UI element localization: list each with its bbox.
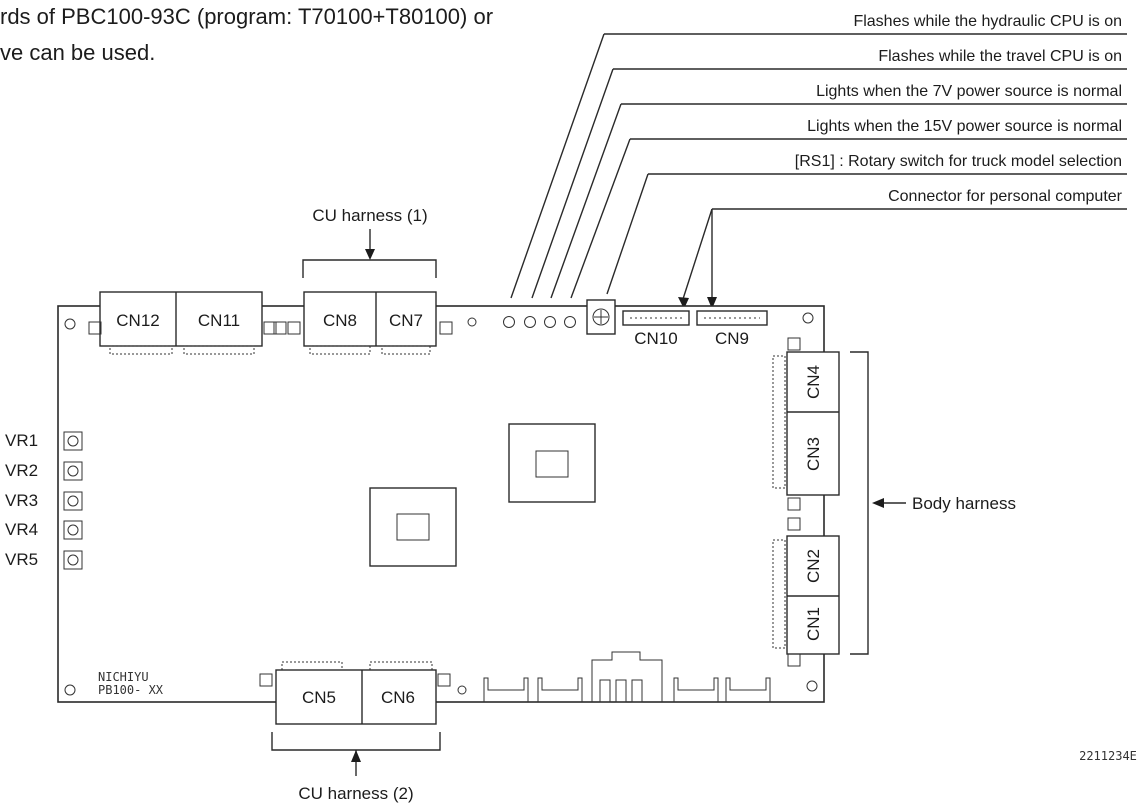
led-hydraulic-cpu (503, 316, 515, 328)
cn3-label: CN3 (804, 437, 823, 471)
body-harness-callout: Body harness (850, 351, 1016, 655)
status-leds (467, 316, 576, 328)
connector-cn9: CN9 (696, 310, 768, 348)
cn6-label: CN6 (381, 688, 415, 707)
annotation-7v-source: Lights when the 7V power source is norma… (816, 83, 1122, 100)
vr2-label: VR2 (5, 461, 38, 480)
vr5-label: VR5 (5, 550, 38, 569)
connector-cn2-cn1: CN2 CN1 (772, 517, 840, 667)
annotation-15v-source: Lights when the 15V power source is norm… (807, 118, 1122, 135)
connector-cn4-cn3: CN4 CN3 (772, 337, 840, 511)
annotation-hydraulic-cpu: Flashes while the hydraulic CPU is on (853, 13, 1122, 30)
cn11-label: CN11 (198, 311, 240, 330)
cu-harness-1-label: CU harness (1) (312, 206, 427, 225)
cn7-label: CN7 (389, 311, 423, 330)
vr4-label: VR4 (5, 520, 38, 539)
rotary-switch-rs1 (586, 299, 616, 335)
cn5-label: CN5 (302, 688, 336, 707)
ic-chips (369, 423, 596, 567)
cn9-label: CN9 (715, 329, 749, 348)
figure-code: 2211234E (1079, 749, 1137, 763)
cu-harness-2-label: CU harness (2) (298, 784, 413, 803)
cn10-label: CN10 (634, 329, 677, 348)
connector-cn10: CN10 (622, 310, 690, 348)
cu-harness-1-callout: CU harness (1) (302, 206, 437, 278)
board-maker: NICHIYU (98, 670, 149, 684)
ic-lower (369, 487, 457, 567)
board-part-number: PB100- XX (98, 683, 164, 697)
body-harness-label: Body harness (912, 494, 1016, 513)
cn1-label: CN1 (804, 607, 823, 641)
cn2-label: CN2 (804, 549, 823, 583)
connector-cn8-cn7: CN8 CN7 (273, 291, 453, 355)
arrowhead-cn9 (707, 297, 717, 309)
bottom-edge-connectors (457, 651, 771, 703)
ic-upper (508, 423, 596, 503)
cn8-label: CN8 (323, 311, 357, 330)
annotation-travel-cpu: Flashes while the travel CPU is on (878, 48, 1122, 65)
arrowhead-cn10 (678, 297, 689, 309)
intro-line-1: rds of PBC100-93C (program: T70100+T8010… (0, 4, 493, 29)
vr1-label: VR1 (5, 431, 38, 450)
annotation-rotary-switch: [RS1] : Rotary switch for truck model se… (795, 153, 1122, 170)
annotation-pc-connector: Connector for personal computer (888, 188, 1123, 205)
connector-cn12-cn11: CN12 CN11 (88, 291, 277, 355)
vr3-label: VR3 (5, 491, 38, 510)
led-15v (564, 316, 576, 328)
annotation-callouts: Flashes while the hydraulic CPU is on Fl… (510, 13, 1127, 309)
cu-harness-2-callout: CU harness (2) (271, 732, 441, 803)
led-7v (544, 316, 556, 328)
cn12-label: CN12 (116, 311, 159, 330)
led-travel-cpu (524, 316, 536, 328)
variable-resistors: VR1 VR2 VR3 VR4 VR5 (5, 431, 83, 570)
intro-line-2: ve can be used. (0, 40, 155, 65)
cn4-label: CN4 (804, 365, 823, 399)
connector-cn5-cn6: CN5 CN6 (259, 661, 451, 725)
board-marking: NICHIYU PB100- XX (98, 670, 164, 697)
